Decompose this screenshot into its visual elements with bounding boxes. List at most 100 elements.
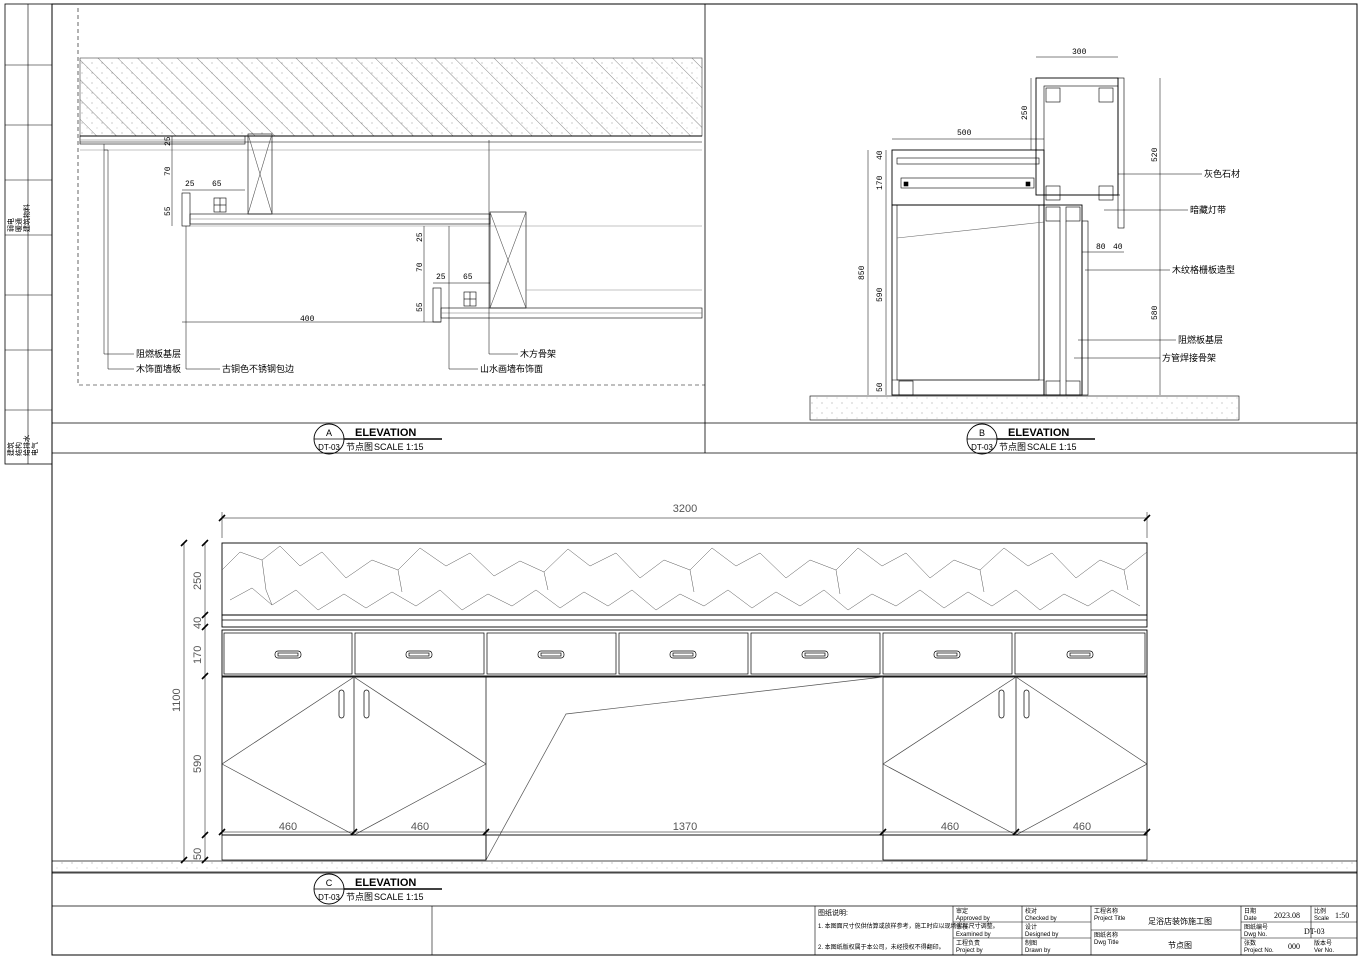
tb-project-title-en: Project Title [1094, 916, 1126, 922]
label-steel-frame: 方管焊接骨架 [1162, 352, 1216, 363]
label-grey-stone: 灰色石材 [1204, 168, 1240, 179]
dim-a-3: 25 [185, 180, 195, 189]
tb-examined-en: Examined by [956, 932, 991, 938]
title-a-sheet: DT-03 [318, 443, 340, 452]
floor-slab-c [51, 860, 1358, 873]
label-landscape-wallcovering: 山水画墙布饰面 [480, 363, 543, 374]
dim-a-4: 65 [212, 180, 222, 189]
floor-slab-b [809, 395, 1240, 421]
tb-project-title-cn: 工程名称 [1094, 907, 1118, 915]
dim-c-h1: 250 [192, 572, 204, 590]
dim-b-3: 520 [1151, 147, 1160, 162]
tb-drawn-cn: 制图 [1025, 939, 1037, 947]
dim-c-w4: 460 [941, 821, 959, 833]
title-block-grid [431, 906, 1357, 955]
drawer-handles [274, 650, 1094, 659]
upper-stone-box [1035, 77, 1119, 196]
title-b-letter: B [979, 428, 985, 438]
note-2: 2. 本图纸版权属于本公司，未经授权不得翻印。 [818, 943, 945, 951]
dim-a-8: 25 [436, 273, 446, 282]
tb-checked-cn: 校对 [1025, 907, 1037, 915]
tb-dwg-no-cn: 图纸编号 [1244, 923, 1268, 931]
dim-c-h4: 590 [192, 755, 204, 773]
tb-designed-cn: 设计 [1025, 923, 1037, 931]
label-fire-retardant-board-b: 阻燃板基层 [1178, 334, 1223, 345]
countertop-edge [221, 614, 1148, 628]
label-fire-retardant-board: 阻燃板基层 [136, 348, 181, 359]
tb-ver-cn: 版本号 [1314, 939, 1332, 947]
side-panel-labels: 弱电 暖通 建筑物料 建筑 结构 给排水 电气 [6, 204, 39, 456]
dim-b-6: 170 [876, 175, 885, 190]
note-1: 1. 本图面尺寸仅供估算或放样参考，施工时应以现场实际尺寸调整。 [818, 922, 999, 930]
title-a-letter: A [326, 428, 332, 438]
title-marker-b [966, 423, 1095, 455]
detail-c-dimensions: 3200 250 40 170 590 50 1100 460 460 1370… [171, 503, 1091, 860]
label-hidden-light-strip: 暗藏灯带 [1190, 204, 1226, 215]
side-label-electrical: 电气 [30, 442, 39, 456]
tb-project-title: 足浴店装饰施工图 [1148, 916, 1212, 926]
dim-a-10: 55 [416, 302, 425, 312]
tb-proj-no: 000 [1288, 942, 1300, 951]
dim-b-11: 40 [1113, 243, 1123, 252]
tb-date-en: Date [1244, 916, 1257, 922]
detail-b-drawing [809, 56, 1240, 421]
title-marker-a [313, 423, 442, 455]
notes-title: 图纸说明: [818, 908, 848, 917]
dim-a-5: 55 [164, 206, 173, 216]
stone-backsplash [221, 542, 1148, 616]
tb-pm-cn: 工程负责 [956, 939, 980, 947]
tb-dwg-no-en: Dwg No. [1244, 932, 1267, 938]
tb-scale-cn: 比例 [1314, 907, 1326, 915]
tb-drawing-title-cn: 图纸名称 [1094, 931, 1118, 939]
bronze-trim-lower [432, 287, 442, 323]
title-c-heading: ELEVATION [355, 877, 416, 889]
label-bronze-steel-trim: 古铜色不锈钢包边 [222, 363, 294, 374]
title-a-text: A DT-03 ELEVATION 节点图 SCALE 1:15 [318, 427, 423, 452]
bronze-trim-upper [181, 192, 191, 227]
detail-a-drawing [77, 8, 705, 386]
title-c-sub: 节点图 [346, 892, 373, 902]
dim-a-9: 65 [463, 273, 473, 282]
dim-c-w5: 460 [1073, 821, 1091, 833]
title-b-text: B DT-03 ELEVATION 节点图 SCALE 1:15 [971, 427, 1076, 452]
tb-date: 2023.08 [1274, 911, 1300, 920]
tb-approved-en: Approved by [956, 916, 990, 922]
detail-a-labels: 阻燃板基层 木饰面墙板 古铜色不锈钢包边 木方骨架 山水画墙布饰面 [136, 348, 556, 374]
tb-date-cn: 日期 [1244, 907, 1256, 915]
drawer-row [221, 629, 1148, 677]
detail-a-dimensions: 25 70 25 65 55 25 70 25 65 55 400 [164, 136, 473, 324]
side-label-weak-current: 弱电 [6, 218, 15, 232]
dim-c-width: 3200 [673, 503, 697, 515]
title-c-sheet: DT-03 [318, 893, 340, 902]
door-handles [338, 689, 1030, 719]
tb-drawing-title-en: Dwg Title [1094, 940, 1119, 946]
dim-c-h5: 50 [192, 848, 204, 860]
tb-proj-no-cn: 张数 [1244, 939, 1256, 947]
tb-scale-en: Scale [1314, 916, 1330, 922]
lower-cabinet-row [221, 676, 1148, 836]
sheet-frame [4, 3, 1358, 956]
dim-b-4: 500 [957, 129, 972, 138]
dim-b-1: 300 [1072, 48, 1087, 57]
title-b-sub: 节点图 [999, 442, 1026, 452]
title-a-heading: ELEVATION [355, 427, 416, 439]
grille-column [1043, 204, 1083, 396]
dim-a-6: 25 [416, 232, 425, 242]
detail-c-drawing [51, 512, 1358, 873]
title-b-scale: SCALE 1:15 [1027, 442, 1077, 452]
tb-ver-en: Ver No. [1314, 948, 1334, 954]
tb-drawn-en: Drawn by [1025, 948, 1050, 954]
dim-b-5: 40 [876, 150, 885, 160]
side-label-hvac: 暖通 [14, 218, 23, 232]
tb-scale: 1:50 [1335, 911, 1349, 920]
side-label-architecture: 建筑 [6, 442, 15, 456]
marble-veining [221, 545, 1148, 611]
tb-proj-no-en: Project No. [1244, 948, 1274, 954]
title-a-scale: SCALE 1:15 [374, 442, 424, 452]
dim-b-8: 590 [876, 287, 885, 302]
dim-c-w2: 460 [411, 821, 429, 833]
dim-b-12: 580 [1151, 305, 1160, 320]
label-wood-grille: 木纹格栅板造型 [1172, 264, 1235, 275]
detail-b-labels: 灰色石材 暗藏灯带 木纹格栅板造型 阻燃板基层 方管焊接骨架 [1162, 168, 1240, 363]
